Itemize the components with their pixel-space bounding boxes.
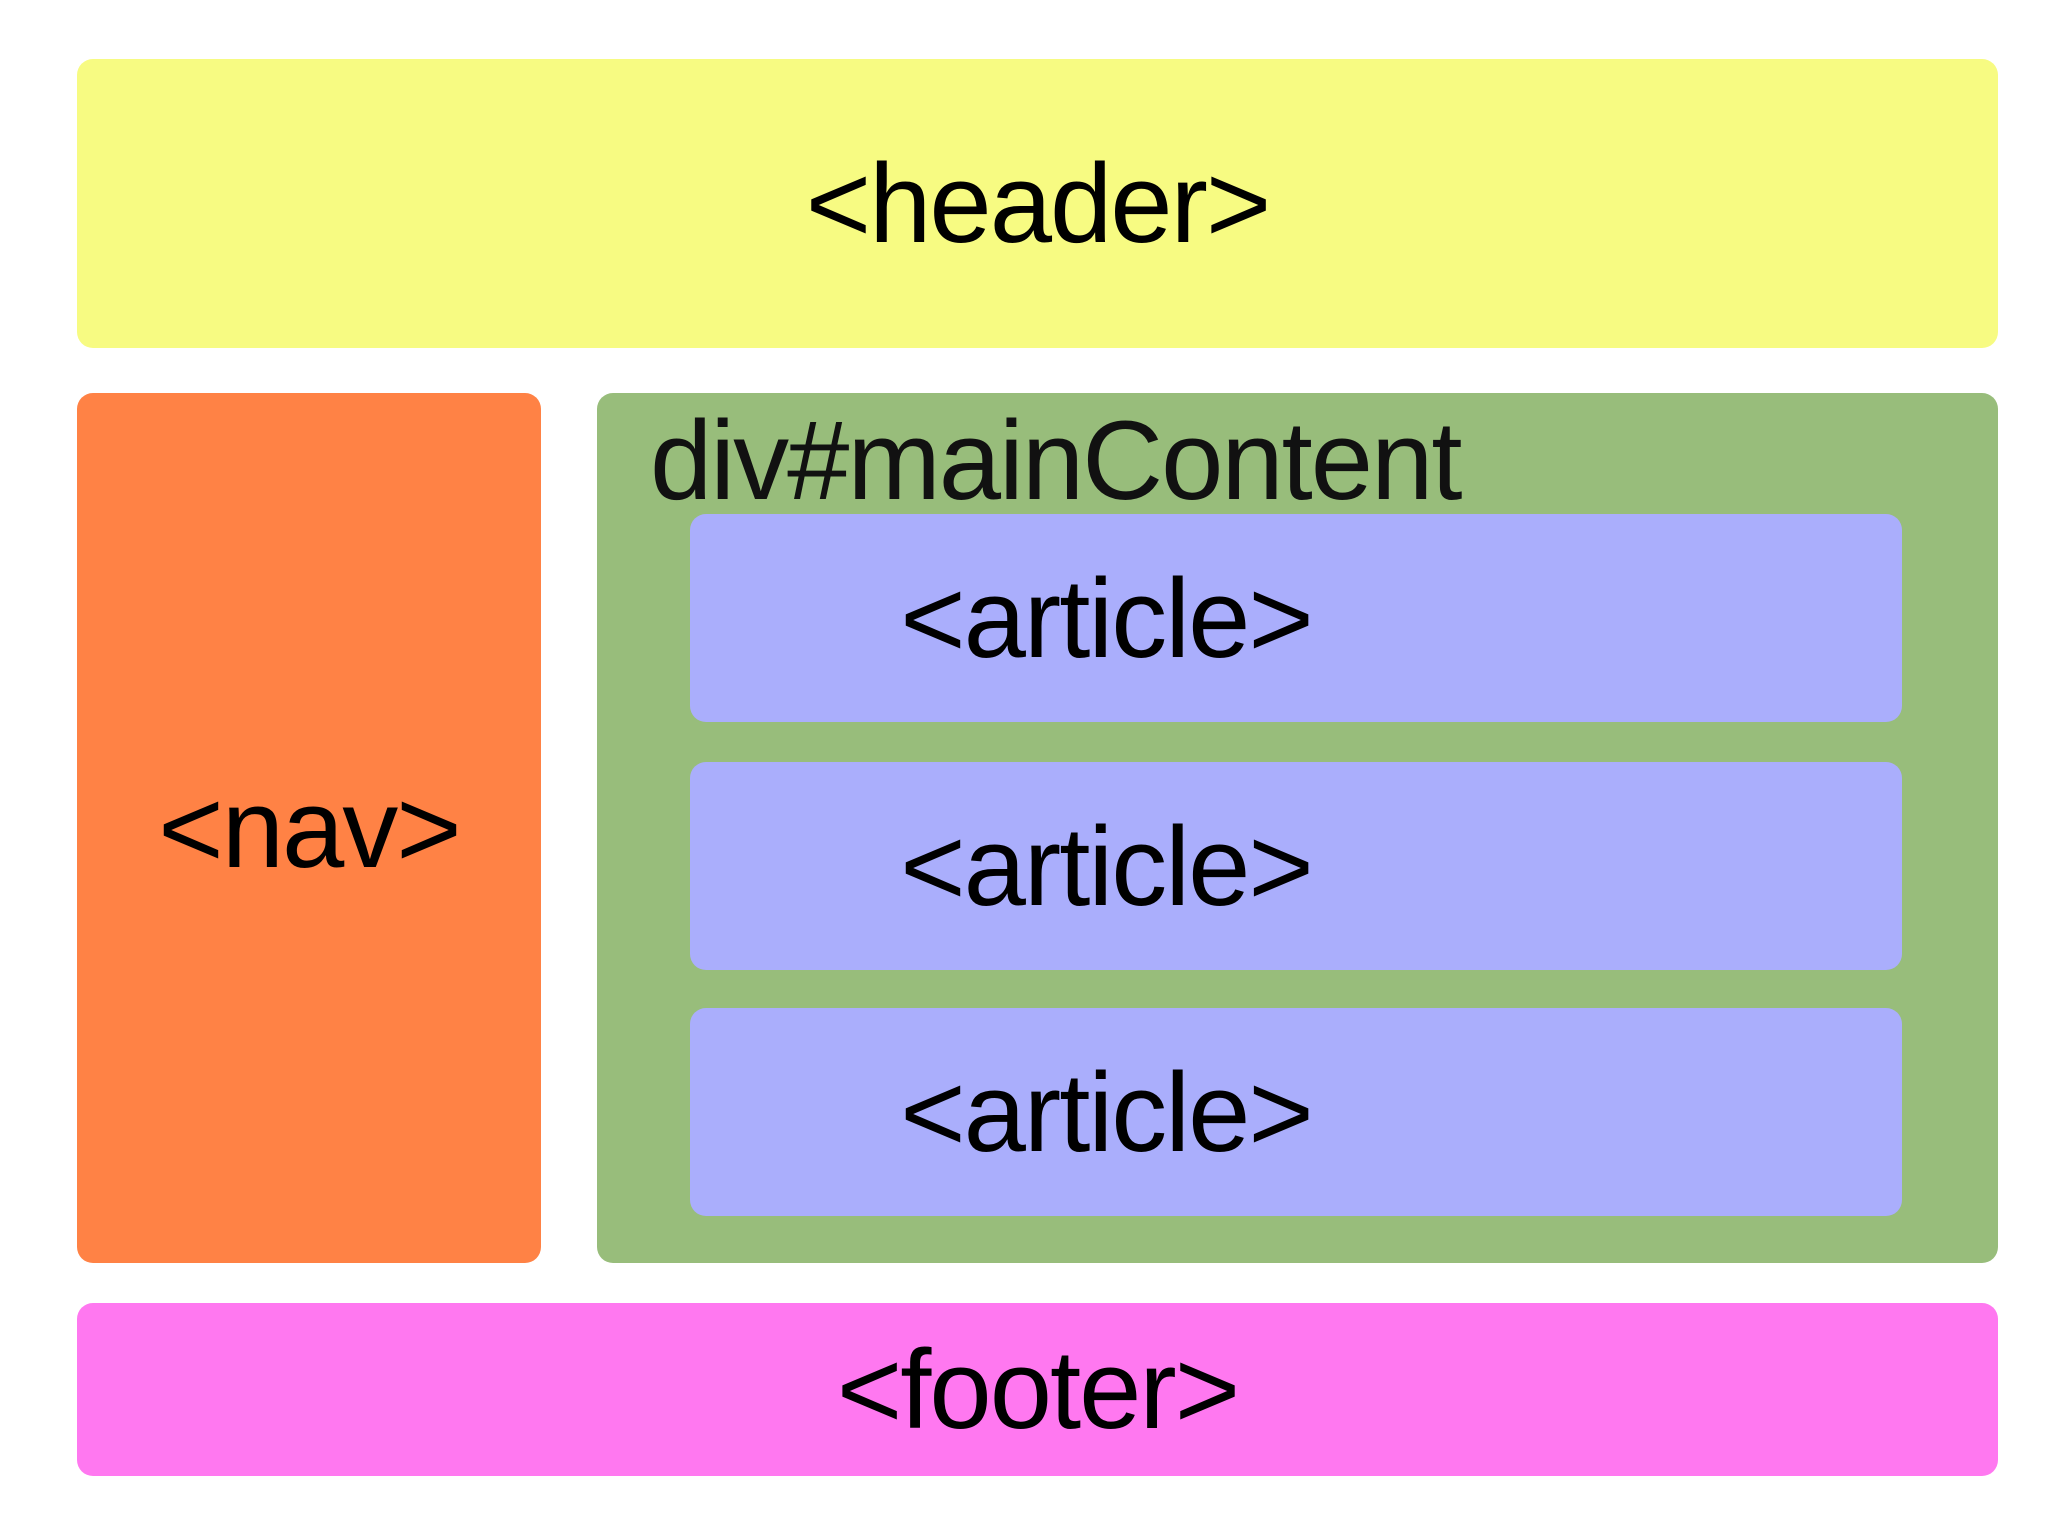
nav-label: <nav>: [158, 765, 461, 891]
article-block-1: <article>: [690, 514, 1902, 722]
main-content-label: div#mainContent: [650, 398, 1462, 523]
article-block-2: <article>: [690, 762, 1902, 970]
header-block: <header>: [77, 59, 1998, 348]
header-label: <header>: [805, 141, 1272, 266]
footer-block: <footer>: [77, 1303, 1998, 1476]
footer-label: <footer>: [836, 1327, 1240, 1452]
article-label-2: <article>: [900, 803, 1314, 929]
nav-block: <nav>: [77, 393, 541, 1263]
article-label-3: <article>: [900, 1049, 1314, 1175]
article-label-1: <article>: [900, 555, 1314, 681]
article-block-3: <article>: [690, 1008, 1902, 1216]
